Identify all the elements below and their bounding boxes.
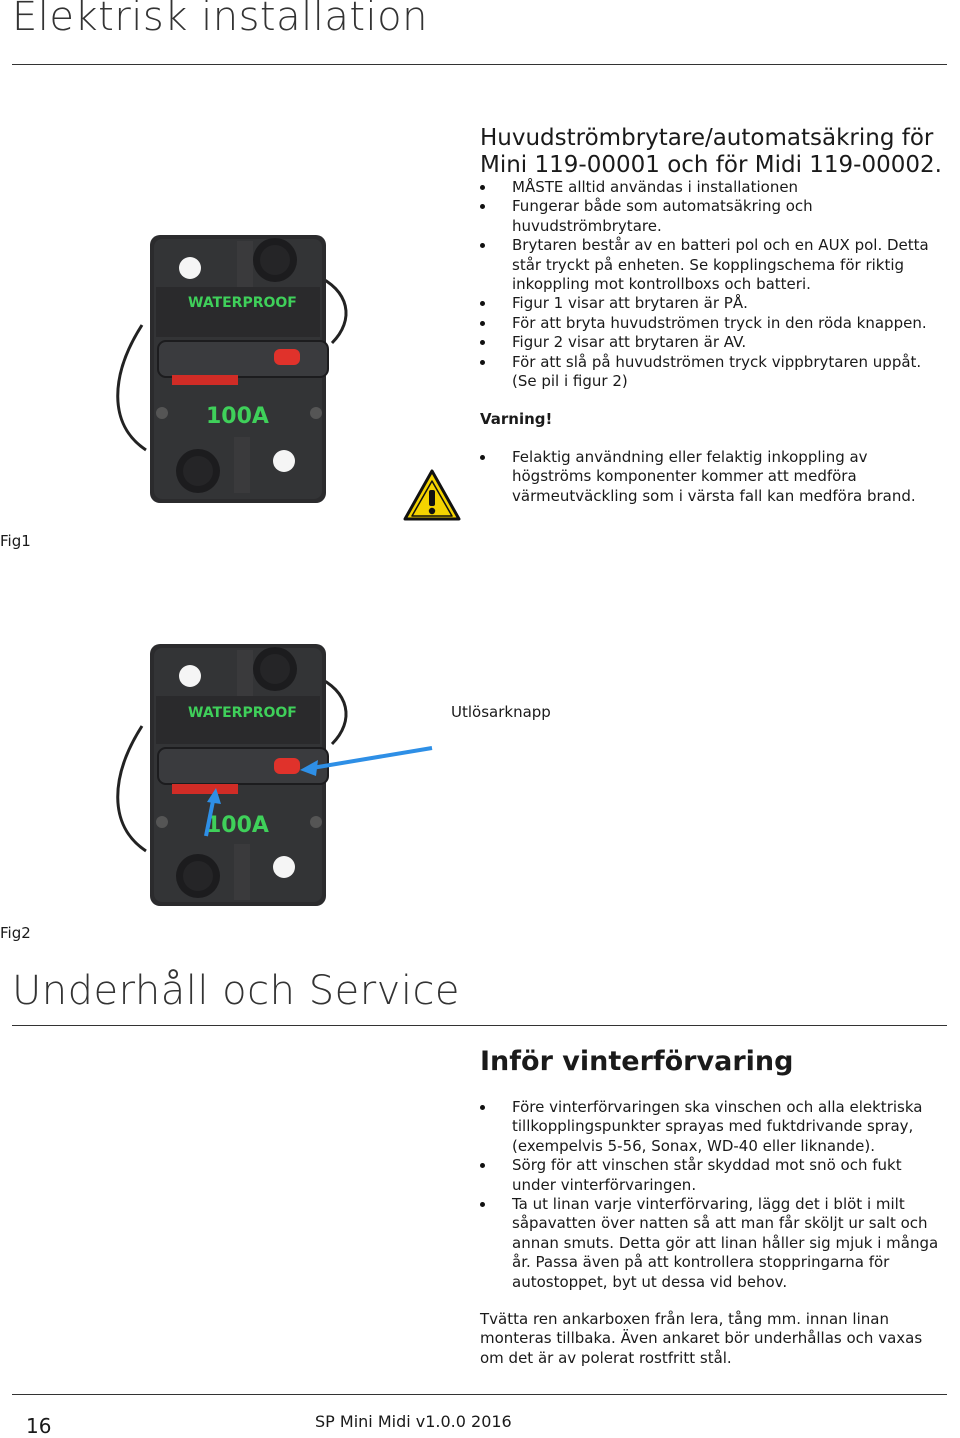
fig2-caption: Fig2	[0, 924, 31, 942]
list-item: Före vinterförvaringen ska vinschen och …	[480, 1098, 950, 1156]
anchor-box-paragraph: Tvätta ren ankarboxen från lera, tång mm…	[480, 1310, 923, 1367]
warning-bullet-list: Felaktig användning eller felaktig inkop…	[480, 448, 940, 506]
winter-storage-title: Inför vinterförvaring	[480, 1046, 794, 1077]
list-item: Ta ut linan varje vinterförvaring, lägg …	[480, 1195, 950, 1292]
warning-icon	[403, 469, 461, 521]
breaker-subtitle-line2: Mini 119-00001 och för Midi 119-00002.	[480, 152, 942, 178]
breaker-figure-1: WATERPROOF 100A	[116, 235, 348, 503]
breaker-figure-2: WATERPROOF 100A	[116, 644, 433, 906]
device-waterproof-label: WATERPROOF	[188, 295, 297, 311]
list-item: För att bryta huvudströmen tryck in den …	[480, 314, 945, 333]
device-rating-label: 100A	[206, 404, 269, 429]
winter-bullet-list: Före vinterförvaringen ska vinschen och …	[480, 1098, 950, 1292]
list-item: Sörg för att vinschen står skyddad mot s…	[480, 1156, 950, 1195]
list-item: Fungerar både som automatsäkring och huv…	[480, 197, 945, 236]
breaker-subtitle: Huvudströmbrytare/automatsäkring för Min…	[480, 125, 950, 179]
device-rating-label: 100A	[206, 813, 269, 838]
page-number: 16	[26, 1414, 52, 1438]
title-rule	[12, 1025, 947, 1026]
list-item: För att slå på huvudströmen tryck vippbr…	[480, 353, 945, 392]
title-rule	[12, 64, 947, 65]
list-item: MÅSTE alltid användas i installationen	[480, 178, 945, 197]
breaker-subtitle-line1: Huvudströmbrytare/automatsäkring för	[480, 125, 934, 151]
list-item: Figur 2 visar att brytaren är AV.	[480, 333, 945, 352]
breaker-bullet-list: MÅSTE alltid användas i installationen F…	[480, 178, 945, 391]
fig1-caption: Fig1	[0, 532, 31, 550]
footer-doc-title: SP Mini Midi v1.0.0 2016	[315, 1412, 512, 1431]
list-item: Brytaren består av en batteri pol och en…	[480, 236, 945, 294]
section-title-electrical: Elektrisk installation	[12, 0, 428, 40]
warning-heading: Varning!	[480, 410, 553, 428]
device-waterproof-label: WATERPROOF	[188, 705, 297, 721]
fig2-callout-label: Utlösarknapp	[451, 703, 551, 721]
section-title-maintenance: Underhåll och Service	[12, 968, 461, 1014]
list-item: Felaktig användning eller felaktig inkop…	[480, 448, 940, 506]
footer-rule	[12, 1394, 947, 1395]
list-item: Figur 1 visar att brytaren är PÅ.	[480, 294, 945, 313]
